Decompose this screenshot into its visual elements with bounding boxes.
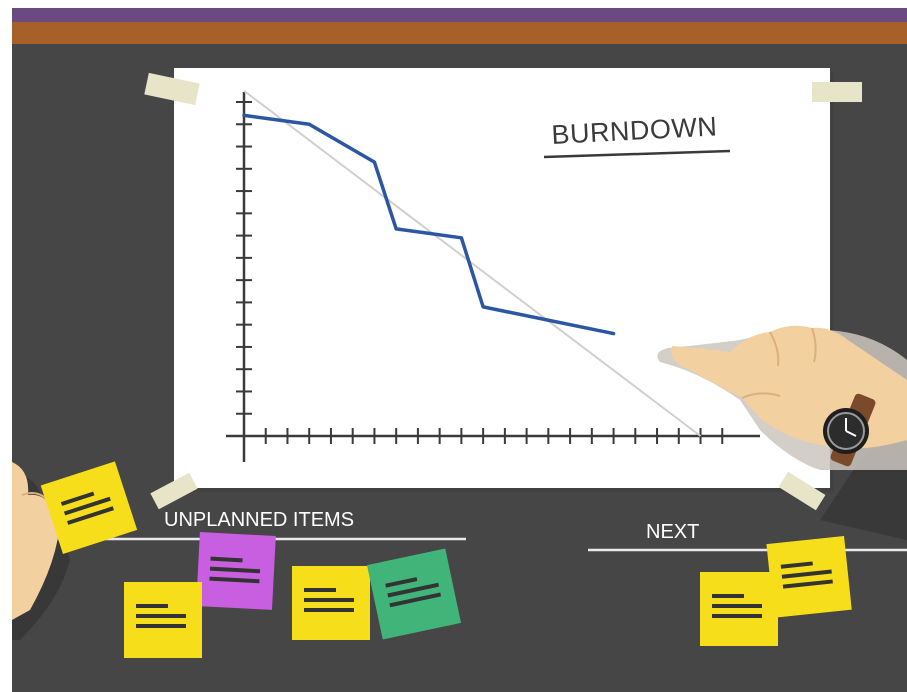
sticky-note-yellow-2[interactable] <box>292 566 370 640</box>
chart-title-underline <box>543 149 731 159</box>
unplanned-items-label: UNPLANNED ITEMS <box>164 509 354 531</box>
sticky-note-green[interactable] <box>366 548 462 640</box>
tape-top-right <box>812 82 862 102</box>
frame-purple-strip <box>12 8 907 22</box>
sticky-note-yellow-1[interactable] <box>124 582 202 658</box>
x-axis-ticks <box>264 428 724 444</box>
frame-wood-strip <box>12 22 907 44</box>
sticky-note-magenta[interactable] <box>196 532 276 610</box>
y-axis-ticks <box>236 101 252 415</box>
wristwatch-icon <box>823 393 876 467</box>
burndown-paper <box>174 68 830 488</box>
tape-bottom-left <box>150 472 198 510</box>
tape-bottom-right <box>778 471 826 511</box>
sticky-note-next-1[interactable] <box>700 572 778 646</box>
burndown-line <box>242 113 616 336</box>
sticky-note-held[interactable] <box>40 461 138 554</box>
tape-top-left <box>144 72 200 106</box>
burndown-series <box>242 113 616 336</box>
ideal-burndown-line <box>243 90 702 437</box>
sticky-note-next-2[interactable] <box>766 536 852 618</box>
next-label: NEXT <box>646 521 699 543</box>
